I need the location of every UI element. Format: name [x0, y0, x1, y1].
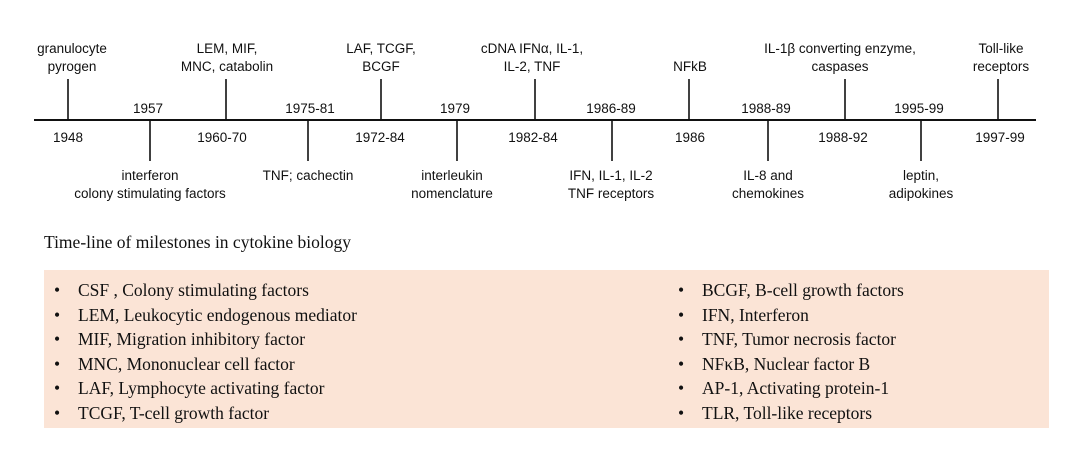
milestone-event-label: TNF receptors: [568, 186, 655, 201]
milestone-event-label: chemokines: [732, 186, 804, 201]
legend-item: •NFκB, Nuclear factor B: [678, 352, 904, 377]
milestone-date-label: 1988-92: [818, 130, 868, 145]
legend-item: •LEM, Leukocytic endogenous mediator: [54, 303, 357, 328]
legend-item: •IFN, Interferon: [678, 303, 904, 328]
bullet-icon: •: [54, 304, 61, 325]
bullet-icon: •: [678, 378, 685, 399]
milestone-event-label: granulocyte: [37, 41, 107, 56]
milestone-date-label: 1975-81: [285, 101, 335, 116]
milestone-date-label: 1982-84: [508, 130, 558, 145]
milestone-date-label: 1995-99: [894, 101, 944, 116]
figure-caption: Time-line of milestones in cytokine biol…: [44, 232, 352, 252]
milestone-event-label: IL-1β converting enzyme,: [764, 41, 916, 56]
milestone-date-label: 1997-99: [975, 130, 1025, 145]
milestone-event-label: IL-2, TNF: [504, 59, 561, 74]
timeline-diagram: 1948 granulocyte pyrogen 1957 interferon colo…: [34, 41, 1036, 201]
milestone-event-label: IL-8 and: [743, 168, 793, 183]
milestone-laf-tcgf-bcgf: 1972-84 LAF, TCGF, BCGF: [346, 41, 416, 145]
bullet-icon: •: [54, 280, 61, 300]
bullet-icon: •: [54, 378, 61, 399]
milestone-event-label: caspases: [811, 59, 868, 74]
legend-column-right: •BCGF, B-cell growth factors •IFN, Inter…: [678, 278, 904, 426]
milestone-date-label: 1979: [440, 101, 470, 116]
legend-item: •CSF , Colony stimulating factors: [54, 278, 357, 303]
milestone-event-label: colony stimulating factors: [74, 186, 226, 201]
legend-item: •MIF, Migration inhibitory factor: [54, 327, 357, 352]
milestone-cdna-cloning: 1982-84 cDNA IFNα, IL-1, IL-2, TNF: [481, 41, 583, 145]
bullet-icon: •: [54, 402, 61, 423]
milestone-date-label: 1988-89: [741, 101, 791, 116]
bullet-icon: •: [54, 329, 61, 350]
milestone-date-label: 1960-70: [197, 130, 247, 145]
milestone-leptin-adipokines: 1995-99 leptin, adipokines: [889, 101, 954, 201]
milestone-date-label: 1948: [53, 130, 83, 145]
milestone-event-label: LAF, TCGF,: [346, 41, 416, 56]
milestone-toll-like-receptors: 1997-99 Toll-like receptors: [973, 41, 1030, 145]
bullet-icon: •: [678, 280, 685, 300]
milestone-granulocyte-pyrogen: 1948 granulocyte pyrogen: [37, 41, 107, 145]
milestone-event-label: Toll-like: [978, 41, 1023, 56]
legend-item: •TNF, Tumor necrosis factor: [678, 327, 904, 352]
milestone-nfkb: 1986 NFkB: [673, 59, 707, 145]
milestone-date-label: 1972-84: [355, 130, 405, 145]
milestone-event-label: interferon: [121, 168, 178, 183]
milestone-event-label: nomenclature: [411, 186, 493, 201]
milestone-event-label: pyrogen: [48, 59, 97, 74]
milestone-event-label: TNF; cachectin: [263, 168, 354, 183]
milestone-il1b-caspases: 1988-92 IL-1β converting enzyme, caspases: [764, 41, 916, 145]
milestone-date-label: 1957: [133, 101, 163, 116]
bullet-icon: •: [54, 353, 61, 374]
milestone-date-label: 1986-89: [586, 101, 636, 116]
milestone-interferon-csf: 1957 interferon colony stimulating factors: [74, 101, 226, 201]
milestone-event-label: NFkB: [673, 59, 707, 74]
bullet-icon: •: [678, 353, 685, 374]
legend-item: •AP-1, Activating protein-1: [678, 376, 904, 401]
milestone-date-label: 1986: [675, 130, 705, 145]
milestone-event-label: receptors: [973, 59, 1030, 74]
milestone-event-label: IFN, IL-1, IL-2: [569, 168, 652, 183]
milestone-event-label: leptin,: [903, 168, 939, 183]
milestone-event-label: cDNA IFNα, IL-1,: [481, 41, 583, 56]
legend-item: •TCGF, T-cell growth factor: [54, 401, 357, 426]
milestone-event-label: adipokines: [889, 186, 954, 201]
legend-item: •BCGF, B-cell growth factors: [678, 278, 904, 303]
bullet-icon: •: [678, 402, 685, 423]
abbreviation-legend: •CSF , Colony stimulating factors •LEM, …: [44, 270, 1049, 428]
milestone-interleukin-nomenclature: 1979 interleukin nomenclature: [411, 101, 493, 201]
bullet-icon: •: [678, 304, 685, 325]
bullet-icon: •: [678, 329, 685, 350]
milestone-event-label: interleukin: [421, 168, 483, 183]
milestone-event-label: LEM, MIF,: [197, 41, 258, 56]
legend-item: •TLR, Toll-like receptors: [678, 401, 904, 426]
milestone-event-label: BCGF: [362, 59, 400, 74]
legend-column-left: •CSF , Colony stimulating factors •LEM, …: [54, 278, 357, 426]
legend-item: •MNC, Mononuclear cell factor: [54, 352, 357, 377]
milestone-event-label: MNC, catabolin: [181, 59, 273, 74]
legend-item: •LAF, Lymphocyte activating factor: [54, 376, 357, 401]
milestone-lem-mif-mnc: 1960-70 LEM, MIF, MNC, catabolin: [181, 41, 273, 145]
